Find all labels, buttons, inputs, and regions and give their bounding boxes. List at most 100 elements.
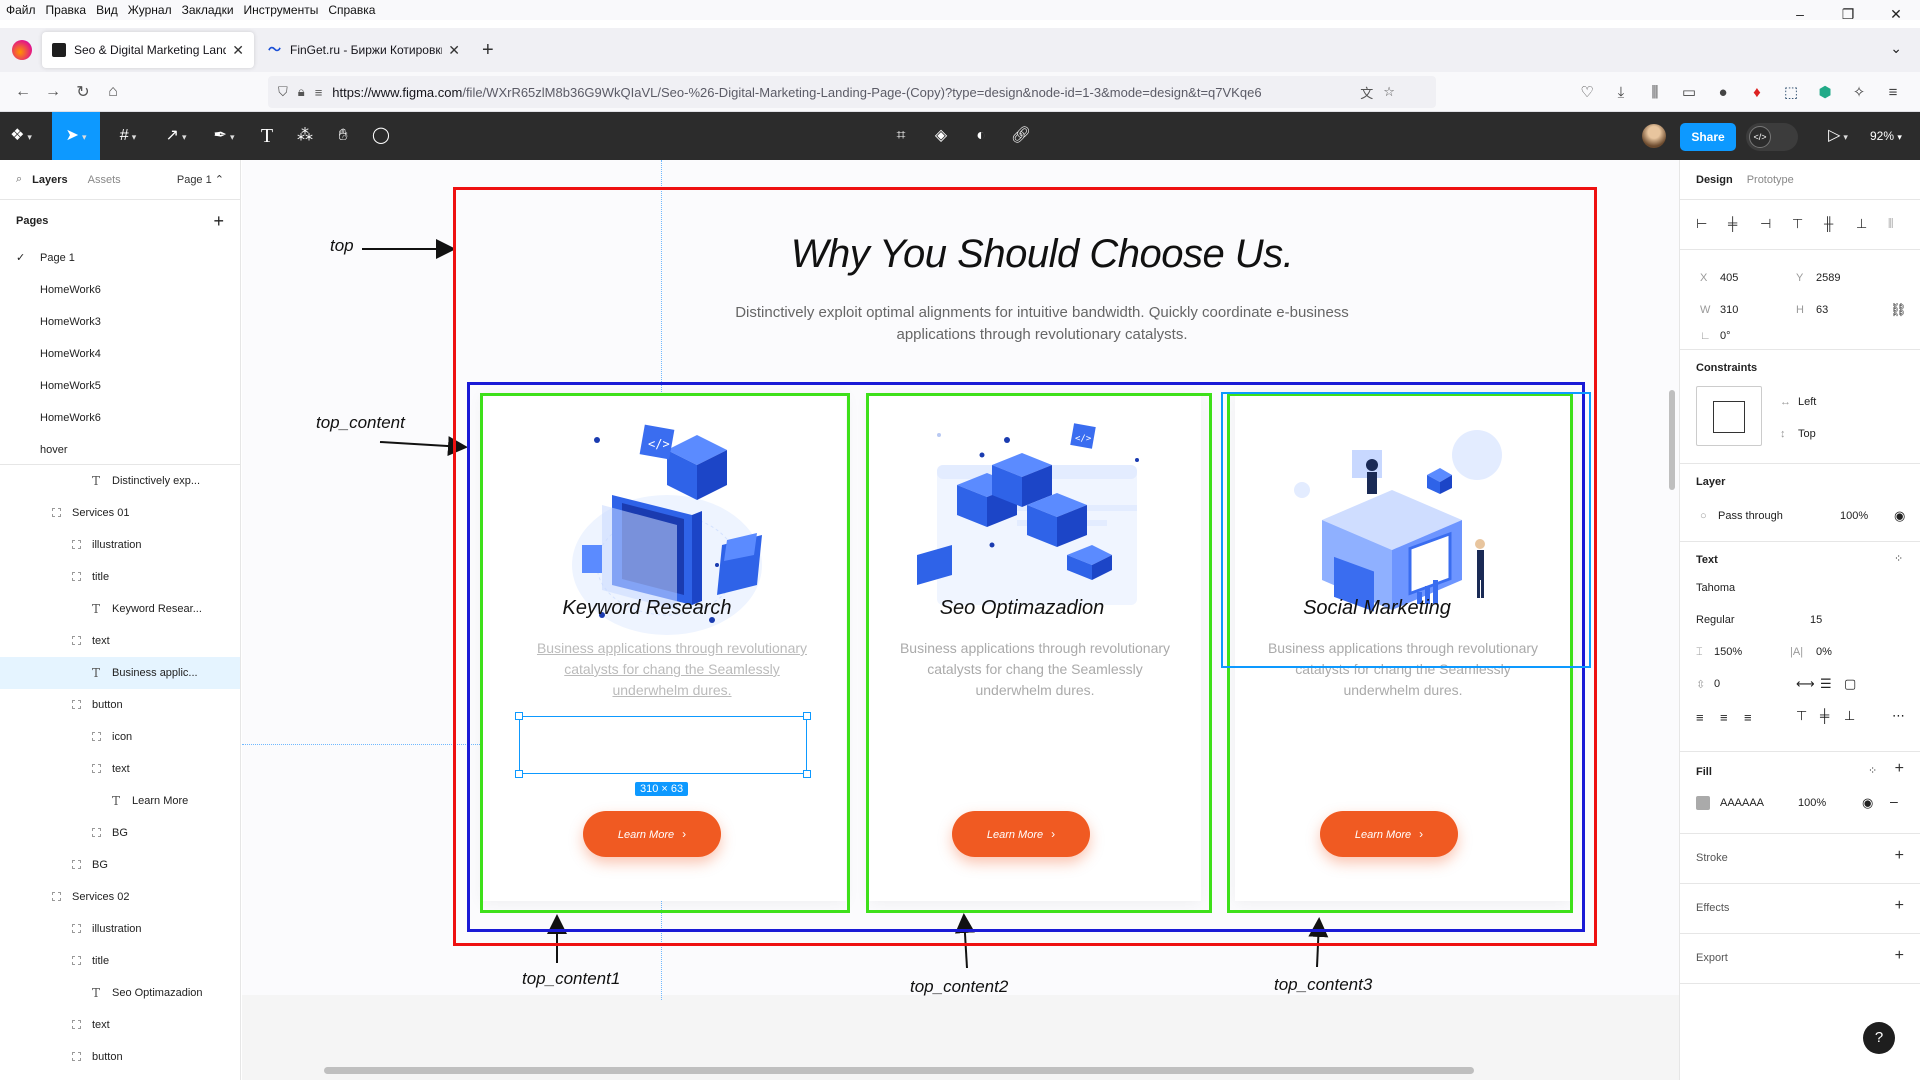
tab-finget[interactable]: 〜 FinGet.ru - Биржи Котировки Г ✕	[258, 32, 470, 68]
layer-opacity-input[interactable]: 100%	[1840, 510, 1869, 522]
firefox-icon[interactable]	[12, 40, 32, 60]
learn-more-button-2[interactable]: Learn More›	[952, 811, 1090, 857]
text-align-right-icon[interactable]: ≡	[1744, 710, 1752, 725]
font-family-select[interactable]: Tahoma	[1696, 582, 1736, 594]
letter-spacing-input[interactable]: 0%	[1816, 646, 1832, 658]
more-options-icon[interactable]: ⋯	[1892, 708, 1905, 723]
shield-icon[interactable]: ⛉	[278, 84, 288, 99]
horizontal-scrollbar[interactable]	[324, 1067, 1474, 1074]
w-input[interactable]: 310	[1720, 304, 1739, 316]
extension-j-icon[interactable]: ●	[1718, 83, 1728, 101]
maximize-button[interactable]: ❐	[1841, 6, 1855, 22]
reader-icon[interactable]: ▭	[1681, 84, 1697, 101]
add-effect-button[interactable]: +	[1894, 897, 1904, 914]
pocket-icon[interactable]: ♡	[1580, 84, 1594, 101]
tab-layers[interactable]: Layers	[32, 173, 68, 186]
layer-row[interactable]: illustration	[0, 529, 240, 561]
present-icon[interactable]: ▷▾	[1828, 127, 1848, 144]
extension-shield-icon[interactable]: ⬢	[1818, 84, 1832, 101]
add-export-button[interactable]: +	[1894, 947, 1904, 964]
layer-row[interactable]: Services 02	[0, 881, 240, 913]
align-right-icon[interactable]: ⊣	[1760, 216, 1772, 231]
new-tab-button[interactable]: +	[482, 38, 494, 61]
main-menu-icon[interactable]: ❖▾	[10, 127, 32, 144]
tab-figma[interactable]: Seo & Digital Marketing Landin ✕	[42, 32, 254, 68]
card-text-keyword-research[interactable]: Business applications through revolution…	[536, 640, 808, 698]
distribute-icon[interactable]: ⫴	[1888, 216, 1894, 231]
layer-row[interactable]: Services 01	[0, 497, 240, 529]
page-item[interactable]: hover	[0, 434, 240, 464]
page-item[interactable]: ✓Page 1	[0, 242, 240, 274]
translate-icon[interactable]: 文	[1360, 85, 1374, 101]
resize-handle[interactable]	[515, 712, 523, 720]
component-icon[interactable]: ◈	[934, 127, 948, 144]
menu-file[interactable]: Файл	[6, 3, 36, 17]
tab-close-icon[interactable]: ✕	[232, 41, 244, 58]
crop-icon[interactable]: ⌗	[896, 127, 906, 144]
back-icon[interactable]: ←	[15, 82, 31, 100]
add-stroke-button[interactable]: +	[1894, 847, 1904, 864]
artboard[interactable]: top top_content top_content1 top_content…	[242, 160, 1679, 1000]
fill-hex-input[interactable]: AAAAAA	[1720, 797, 1765, 809]
layer-row[interactable]: text	[0, 1009, 240, 1041]
layer-row[interactable]: icon	[0, 721, 240, 753]
blend-mode-select[interactable]: Pass through	[1718, 510, 1783, 522]
vertical-align-top-icon[interactable]: ⊤	[1796, 708, 1808, 723]
link-icon[interactable]: 🔗︎	[1010, 127, 1032, 144]
resize-handle[interactable]	[515, 770, 523, 778]
page-item[interactable]: HomeWork6	[0, 402, 240, 434]
font-weight-select[interactable]: Regular	[1696, 614, 1735, 626]
home-icon[interactable]: ⌂	[108, 82, 118, 100]
layer-row[interactable]: title	[0, 561, 240, 593]
menu-edit[interactable]: Правка	[45, 3, 87, 17]
text-align-left-icon[interactable]: ≡	[1696, 710, 1704, 725]
frame-tool-icon[interactable]: #▾	[119, 127, 137, 144]
text-align-center-icon[interactable]: ≡	[1720, 710, 1728, 725]
fixed-size-icon[interactable]: ▢	[1844, 676, 1857, 691]
h-input[interactable]: 63	[1816, 304, 1829, 316]
extension-pin-icon[interactable]: ♦	[1753, 83, 1761, 101]
layer-row[interactable]: BG	[0, 817, 240, 849]
url-text[interactable]: https://www.figma.com/file/WXrR65zlM8b36…	[332, 84, 1262, 100]
font-size-input[interactable]: 15	[1810, 614, 1823, 626]
paragraph-spacing-input[interactable]: 0	[1714, 678, 1721, 690]
layer-row[interactable]: BG	[0, 1073, 240, 1080]
add-fill-button[interactable]: +	[1894, 760, 1904, 777]
layer-row[interactable]: illustration	[0, 913, 240, 945]
constrain-proportions-icon[interactable]: ⛓︎	[1890, 302, 1907, 317]
avatar[interactable]	[1642, 124, 1666, 148]
vertical-align-middle-icon[interactable]: ╪	[1820, 708, 1830, 723]
align-center-h-icon[interactable]: ╪	[1728, 216, 1738, 231]
menu-tools[interactable]: Инструменты	[243, 3, 319, 17]
align-center-v-icon[interactable]: ╫	[1824, 216, 1834, 231]
extension-translate-icon[interactable]: ⬚	[1783, 84, 1799, 101]
text-styles-icon[interactable]: ⁘	[1894, 553, 1904, 565]
layer-row[interactable]: text	[0, 753, 240, 785]
extensions-puzzle-icon[interactable]: ✧	[1852, 84, 1866, 101]
bookmark-star-icon[interactable]: ☆	[1383, 84, 1395, 99]
tab-assets[interactable]: Assets	[87, 173, 121, 186]
downloads-icon[interactable]: ⤓	[1617, 83, 1625, 101]
url-bar[interactable]: ⛉ 🔒︎ ≡ https://www.figma.com/file/WXrR65…	[268, 76, 1436, 108]
align-top-icon[interactable]: ⊤	[1792, 216, 1804, 231]
auto-width-icon[interactable]: ⟷	[1796, 676, 1815, 691]
canvas[interactable]: top top_content top_content1 top_content…	[242, 160, 1679, 1080]
align-left-icon[interactable]: ⊢	[1696, 216, 1708, 231]
fill-color-swatch[interactable]	[1696, 796, 1710, 810]
menu-bookmarks[interactable]: Закладки	[181, 3, 234, 17]
layer-row[interactable]: button	[0, 1041, 240, 1073]
resize-handle[interactable]	[803, 712, 811, 720]
learn-more-button-3[interactable]: Learn More›	[1320, 811, 1458, 857]
page-item[interactable]: HomeWork3	[0, 306, 240, 338]
tab-list-chevron-icon[interactable]: ⌄	[1890, 40, 1902, 56]
fill-opacity-input[interactable]: 100%	[1798, 797, 1827, 809]
align-bottom-icon[interactable]: ⊥	[1856, 216, 1868, 231]
resize-handle[interactable]	[803, 770, 811, 778]
layer-row[interactable]: button	[0, 689, 240, 721]
fill-styles-icon[interactable]: ⁘	[1868, 765, 1878, 777]
layer-row[interactable]: title	[0, 945, 240, 977]
line-height-input[interactable]: 150%	[1714, 646, 1743, 658]
